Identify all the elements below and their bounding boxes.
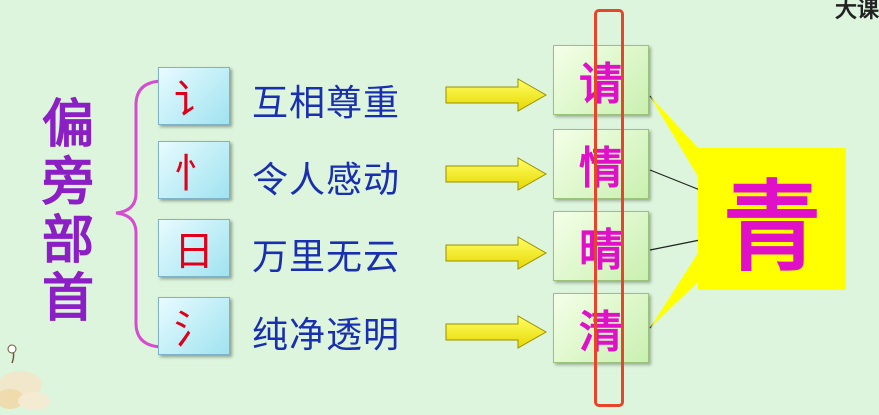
radical-box: 日	[158, 219, 230, 277]
arrow-right-icon	[445, 315, 548, 349]
base-character-box: 青	[698, 148, 846, 290]
character-box: 清	[553, 293, 649, 363]
arrow-right-icon	[445, 78, 548, 112]
phrase-text: 令人感动	[252, 160, 401, 201]
radical-box: 讠	[158, 67, 230, 125]
flower-decoration-icon	[0, 344, 50, 410]
title-char: 旁	[41, 152, 94, 213]
curly-brace-icon	[115, 79, 165, 349]
title-vertical: 偏 旁 部 首	[38, 96, 98, 328]
arrow-right-icon	[445, 236, 548, 270]
phrase-text: 互相尊重	[252, 83, 401, 124]
title-char: 部	[41, 210, 94, 271]
highlight-frame	[594, 9, 624, 407]
title-char: 偏	[41, 94, 94, 155]
arrow-right-icon	[445, 157, 548, 191]
phrase-text: 纯净透明	[252, 315, 401, 356]
radical-box: 氵	[158, 297, 230, 355]
phrase-text: 万里无云	[252, 237, 401, 278]
character-box: 情	[553, 129, 649, 199]
title-char: 首	[41, 268, 94, 329]
corner-label: 大课	[834, 0, 879, 23]
character-box: 请	[553, 45, 649, 115]
character-box: 晴	[553, 211, 649, 281]
radical-box: 忄	[158, 141, 230, 199]
